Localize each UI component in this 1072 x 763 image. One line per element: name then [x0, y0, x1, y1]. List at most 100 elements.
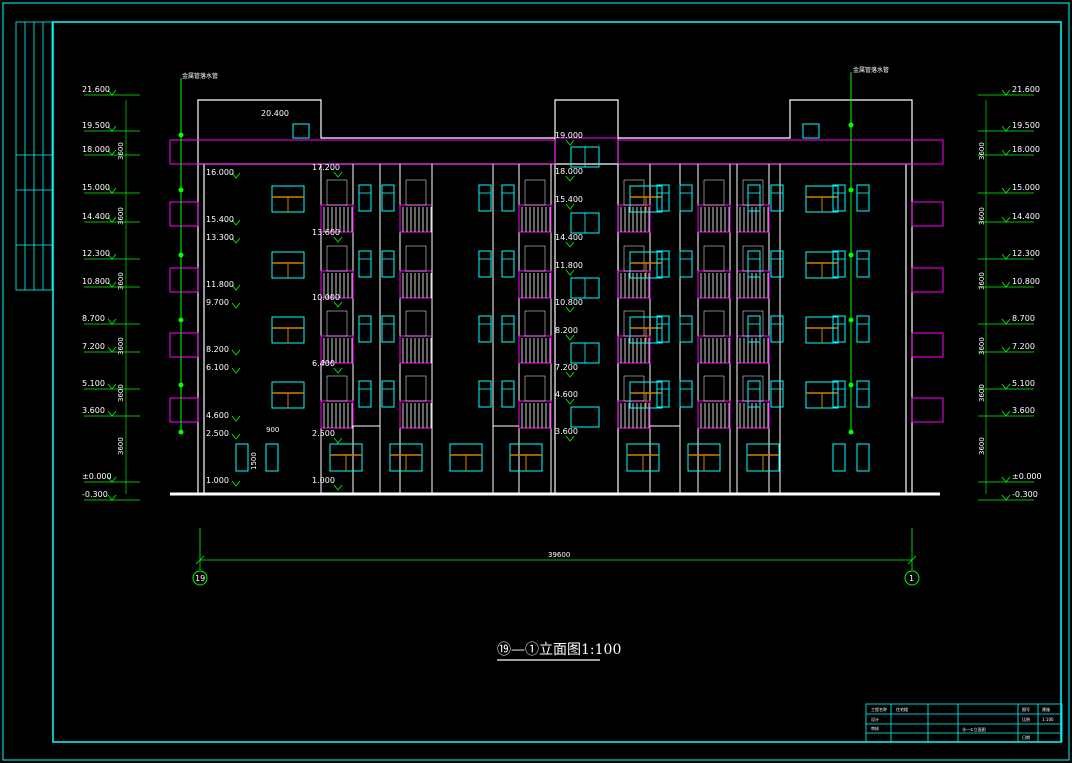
balcony-door: [524, 179, 546, 206]
stair-level-label: 3.600: [555, 427, 578, 436]
level-triangle: [107, 253, 117, 260]
balcony-door: [742, 375, 764, 402]
inner-level-triangle: [231, 415, 241, 422]
level-markers: 21.60019.50018.00015.00014.40012.30010.8…: [82, 85, 1042, 501]
small-dim-label: 1500: [250, 452, 258, 470]
inner-level-label: 15.400: [206, 215, 234, 224]
level-triangle: [1001, 494, 1011, 501]
small-window: [770, 380, 784, 408]
inner-level-label: 8.200: [206, 345, 229, 354]
mid-level-triangle: [333, 171, 343, 178]
stair-level-label: 10.800: [555, 298, 583, 307]
small-window: [747, 250, 761, 278]
stair-level-label: 15.400: [555, 195, 583, 204]
inner-level-label: 6.100: [206, 363, 229, 372]
level-label: 7.200: [82, 342, 105, 351]
level-label: 8.700: [1012, 314, 1035, 323]
level-label: ±0.000: [1012, 472, 1042, 481]
balcony-door: [524, 375, 546, 402]
title-block: [865, 703, 1063, 743]
stair-level-triangle: [565, 371, 575, 378]
small-window: [501, 184, 515, 212]
small-window: [832, 250, 846, 278]
ac-platform-left: [169, 397, 199, 423]
ac-platform-right: [911, 267, 944, 293]
ac-platform-right: [911, 201, 944, 227]
parapet-band: [169, 137, 944, 165]
entrance-frame: [492, 425, 519, 494]
small-window: [656, 380, 670, 408]
inner-level-triangle: [231, 433, 241, 440]
stair-level-triangle: [565, 269, 575, 276]
small-dim-label: 900: [266, 426, 279, 434]
balcony-door: [623, 310, 645, 337]
binding-strip: [15, 21, 53, 291]
small-window: [381, 250, 395, 278]
small-window: [679, 184, 693, 212]
small-window: [856, 315, 870, 343]
dim-label-left: 3600: [117, 437, 125, 455]
level-triangle: [107, 383, 117, 390]
small-window: [358, 380, 372, 408]
entrance-frame: [352, 425, 381, 494]
drainpipe-note-left: 金属管落水管: [182, 72, 218, 80]
small-window: [478, 184, 492, 212]
small-window: [770, 184, 784, 212]
ac-platform-right: [911, 397, 944, 423]
small-window: [679, 315, 693, 343]
svg-text:⑲—①立面图: ⑲—①立面图: [962, 726, 986, 732]
ground-small-window: [856, 443, 870, 472]
level-label: 3.600: [1012, 406, 1035, 415]
ground-small-window: [832, 443, 846, 472]
stair-level-label: 4.600: [555, 390, 578, 399]
inner-level-label: 16.000: [206, 168, 234, 177]
ground-small-window: [265, 443, 279, 472]
small-window: [770, 315, 784, 343]
level-label: 12.300: [82, 249, 110, 258]
inner-level-label: 13.300: [206, 233, 234, 242]
axis-label-right: 1: [909, 574, 914, 583]
balcony-door: [703, 310, 725, 337]
level-triangle: [1001, 89, 1011, 96]
balcony-door: [405, 179, 427, 206]
level-triangle: [107, 149, 117, 156]
mid-level-label: 1.000: [312, 476, 335, 485]
level-label: 21.600: [82, 85, 110, 94]
small-window: [501, 380, 515, 408]
stair-level-label: 14.400: [555, 233, 583, 242]
balcony-door: [326, 310, 348, 337]
level-triangle: [1001, 125, 1011, 132]
mid-level-triangle: [333, 236, 343, 243]
level-label: 19.500: [82, 121, 110, 130]
drawing-title: ⑲—①立面图1:100: [497, 642, 621, 658]
svg-text:日期: 日期: [1022, 734, 1030, 740]
small-window: [478, 250, 492, 278]
balcony-door: [623, 375, 645, 402]
balconies: [320, 164, 781, 494]
dim-label-left: 3600: [117, 272, 125, 290]
ac-platform-left: [169, 267, 199, 293]
drainpipes: [178, 72, 854, 435]
svg-text:1:100: 1:100: [1042, 717, 1054, 722]
balcony-door: [524, 310, 546, 337]
svg-text:建施: 建施: [1042, 706, 1050, 712]
overall-dimension-line: [195, 528, 917, 570]
mid-level-triangle: [333, 484, 343, 491]
inner-level-triangle: [231, 219, 241, 226]
balcony-door: [326, 245, 348, 272]
small-window: [856, 184, 870, 212]
level-triangle: [107, 89, 117, 96]
level-triangle: [1001, 476, 1011, 483]
small-window: [747, 380, 761, 408]
level-label: 12.300: [1012, 249, 1040, 258]
stair-level-triangle: [565, 139, 575, 146]
balcony-door: [703, 375, 725, 402]
level-triangle: [1001, 346, 1011, 353]
small-window: [656, 184, 670, 212]
stair-level-label: 19.000: [555, 131, 583, 140]
small-window: [832, 315, 846, 343]
mid-level-label: 17.200: [312, 163, 340, 172]
inner-level-label: 4.600: [206, 411, 229, 420]
roof-vents: [292, 123, 820, 139]
small-window: [478, 380, 492, 408]
